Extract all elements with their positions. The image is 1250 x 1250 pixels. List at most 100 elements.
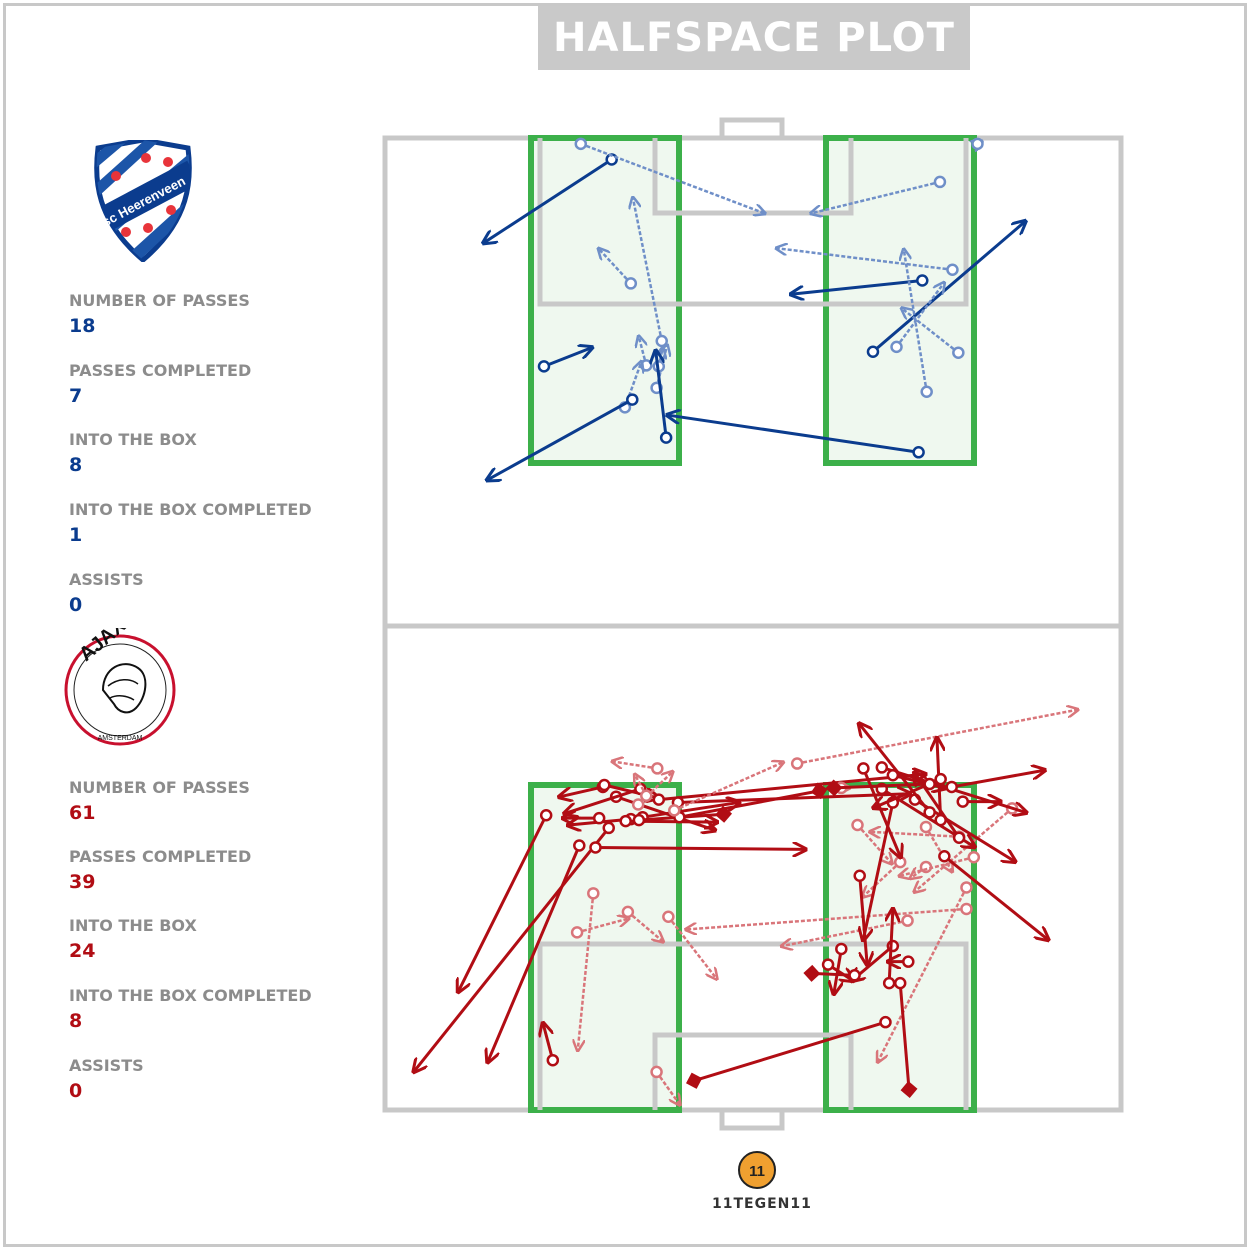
pass-origin-dot bbox=[602, 821, 615, 835]
pass-line bbox=[943, 855, 1047, 939]
pass-line bbox=[668, 415, 919, 454]
pass-origin-dot bbox=[652, 793, 666, 806]
pass-origin-dot bbox=[945, 780, 958, 794]
home-stat-passes: NUMBER OF PASSES 18 bbox=[69, 291, 250, 337]
pass-origin-dot bbox=[901, 914, 914, 927]
pass-origin-dot bbox=[570, 926, 584, 939]
pass-origin-dot bbox=[893, 976, 907, 990]
chart-title: HALFSPACE PLOT bbox=[538, 6, 970, 70]
pass-line bbox=[687, 907, 967, 929]
away-stat-into-box: INTO THE BOX 24 bbox=[69, 916, 197, 962]
pass-line bbox=[578, 893, 595, 1049]
pass-line bbox=[560, 785, 604, 797]
outer-frame bbox=[3, 3, 1247, 1247]
pass-origin-dot bbox=[938, 849, 951, 863]
pass-origin-dot bbox=[886, 939, 900, 953]
pass-origin-dot bbox=[923, 806, 936, 819]
six-yard-box bbox=[652, 138, 854, 216]
stat-label: INTO THE BOX COMPLETED bbox=[69, 986, 312, 1005]
pass-line bbox=[543, 348, 591, 368]
pass-origin-dot bbox=[667, 804, 681, 817]
pass-origin-dot bbox=[882, 976, 896, 990]
away-stat-completed: PASSES COMPLETED 39 bbox=[69, 847, 251, 893]
pass-line bbox=[580, 142, 764, 213]
pass-origin-dot bbox=[835, 942, 848, 956]
six-yard-box bbox=[652, 1032, 854, 1110]
pass-origin-dot bbox=[662, 910, 675, 924]
pass-line bbox=[856, 824, 892, 863]
pass-line bbox=[488, 398, 634, 480]
pass-origin-dot bbox=[539, 808, 553, 822]
home-stat-into-box-completed: INTO THE BOX COMPLETED 1 bbox=[69, 500, 312, 546]
pass-origin-dot bbox=[631, 798, 645, 811]
pass-origin-dot bbox=[626, 393, 639, 406]
pass-line bbox=[860, 724, 931, 814]
pass-origin-dot bbox=[875, 761, 889, 774]
stat-value: 1 bbox=[69, 524, 83, 546]
pass-line bbox=[900, 856, 975, 876]
pass-line bbox=[642, 803, 739, 819]
pass-origin-dot bbox=[934, 772, 947, 786]
away-stat-passes: NUMBER OF PASSES 61 bbox=[69, 778, 250, 824]
pass-line bbox=[655, 1071, 680, 1104]
pass-origin-dot bbox=[857, 762, 870, 775]
pass-line bbox=[459, 814, 548, 991]
pass-line bbox=[484, 158, 613, 242]
pass-origin-dot bbox=[598, 778, 611, 792]
brand-logo: 11 11TEGEN11 bbox=[712, 1150, 812, 1212]
pass-origin-dot bbox=[960, 902, 973, 916]
pass-line bbox=[792, 279, 923, 294]
pass-origin-dot bbox=[632, 813, 646, 827]
pass-origin-dot bbox=[592, 811, 606, 825]
pitch-lines bbox=[382, 117, 1124, 1131]
pass-line bbox=[812, 180, 941, 213]
pass-origin-dot bbox=[886, 768, 900, 782]
key-pass-marker bbox=[825, 779, 843, 797]
pass-line bbox=[777, 248, 953, 272]
stat-value: 39 bbox=[69, 871, 96, 893]
pass-line bbox=[627, 910, 663, 941]
pass-origin-dot bbox=[853, 869, 866, 883]
pitch-outline-bottom bbox=[382, 623, 1124, 1113]
stat-value: 8 bbox=[69, 1010, 83, 1032]
pass-line bbox=[639, 337, 648, 366]
pass-origin-dot bbox=[952, 346, 965, 359]
pass-line bbox=[488, 844, 581, 1062]
stat-value: 18 bbox=[69, 315, 96, 337]
pass-origin-dot bbox=[919, 820, 933, 834]
pass-line bbox=[667, 915, 716, 978]
stat-label: PASSES COMPLETED bbox=[69, 847, 252, 866]
pass-line bbox=[895, 283, 944, 348]
pass-origin-dot bbox=[920, 385, 933, 399]
pass-line bbox=[565, 787, 641, 813]
pass-origin-dot bbox=[574, 137, 588, 151]
pass-origin-dot bbox=[573, 839, 586, 852]
pass-origin-dot bbox=[879, 1015, 892, 1029]
pass-origin-dot bbox=[890, 340, 903, 354]
pass-line bbox=[796, 710, 1077, 765]
pass-line bbox=[677, 794, 909, 805]
pass-line bbox=[599, 249, 632, 285]
stat-label: ASSISTS bbox=[69, 1056, 144, 1075]
pass-line bbox=[898, 982, 911, 1090]
heerenveen-crest-icon: sc Heerenveen bbox=[94, 140, 192, 262]
pass-line bbox=[833, 782, 930, 790]
pass-line bbox=[871, 222, 1025, 353]
pass-origin-dot bbox=[848, 969, 861, 982]
pass-line bbox=[693, 1020, 886, 1083]
pass-origin-dot bbox=[971, 137, 984, 151]
brand-name: 11TEGEN11 bbox=[712, 1196, 812, 1212]
pass-origin-dot bbox=[619, 814, 632, 828]
key-pass-marker bbox=[686, 1072, 703, 1089]
pass-origin-dot bbox=[851, 818, 864, 832]
pass-origin-dot bbox=[651, 762, 664, 775]
svg-text:11: 11 bbox=[749, 1163, 765, 1180]
away-stat-assists: ASSISTS 0 bbox=[69, 1056, 144, 1102]
pass-origin-dot bbox=[923, 777, 936, 791]
pass-line bbox=[576, 919, 628, 934]
stat-label: INTO THE BOX bbox=[69, 430, 197, 449]
pass-line bbox=[889, 910, 893, 984]
key-pass-marker bbox=[810, 782, 828, 800]
pass-line bbox=[782, 919, 908, 946]
